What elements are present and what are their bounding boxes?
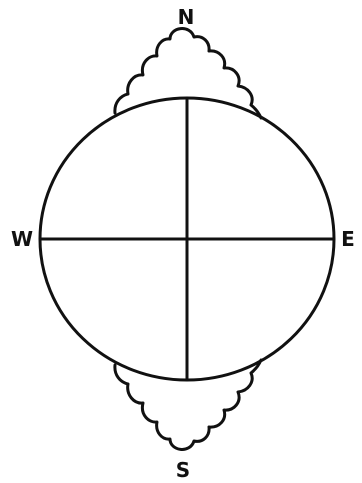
label-south: S <box>176 458 190 482</box>
label-east: E <box>341 227 355 251</box>
label-west: W <box>11 227 33 251</box>
label-north: N <box>178 5 195 29</box>
